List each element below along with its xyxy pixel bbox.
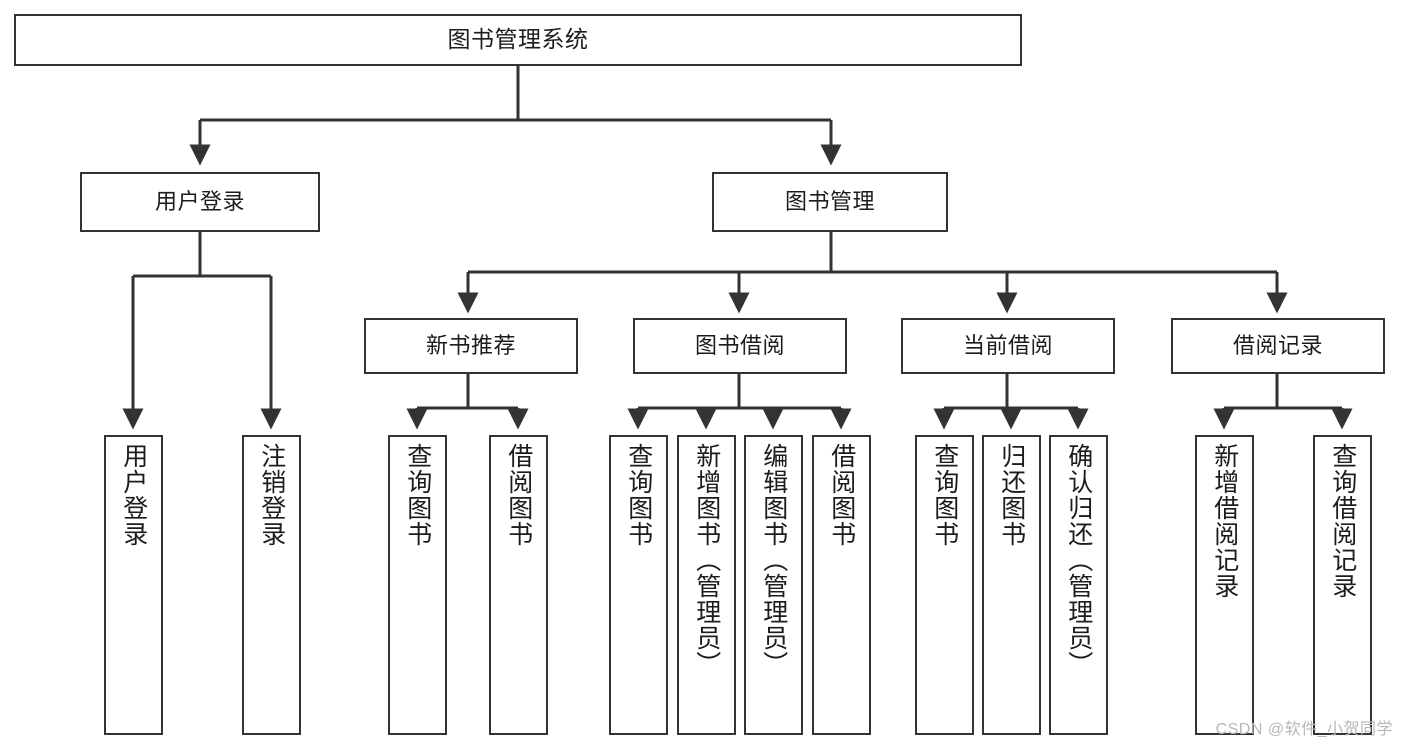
- csdn-watermark: CSDN @软件_小贺同学: [1215, 721, 1393, 738]
- node-label: 借阅记录: [1232, 332, 1323, 358]
- leaf-confirm-return[interactable]: 确认归还（管理员）: [1049, 435, 1108, 735]
- node-label: 用户登录: [154, 188, 245, 214]
- node-label: 确认归还（管理员）: [1064, 443, 1093, 677]
- node-label: 归还图书: [997, 443, 1026, 547]
- node-book-borrow[interactable]: 图书借阅: [633, 318, 847, 374]
- node-label: 借阅图书: [827, 443, 856, 547]
- leaf-add-record[interactable]: 新增借阅记录: [1195, 435, 1254, 735]
- node-label: 图书管理: [784, 188, 875, 214]
- leaf-return-book[interactable]: 归还图书: [982, 435, 1041, 735]
- node-label: 新增借阅记录: [1210, 443, 1239, 599]
- leaf-borrow-book-2[interactable]: 借阅图书: [812, 435, 871, 735]
- node-label: 新书推荐: [425, 332, 516, 358]
- node-current-borrow[interactable]: 当前借阅: [901, 318, 1115, 374]
- node-new-book-recommend[interactable]: 新书推荐: [364, 318, 578, 374]
- node-label: 新增图书（管理员）: [692, 443, 721, 677]
- leaf-query-book-2[interactable]: 查询图书: [609, 435, 668, 735]
- leaf-query-book-3[interactable]: 查询图书: [915, 435, 974, 735]
- node-label: 用户登录: [119, 443, 148, 547]
- node-label: 当前借阅: [962, 332, 1053, 358]
- node-label: 查询图书: [930, 443, 959, 547]
- node-label: 借阅图书: [504, 443, 533, 547]
- leaf-user-login[interactable]: 用户登录: [104, 435, 163, 735]
- node-label: 查询图书: [624, 443, 653, 547]
- node-label: 图书借阅: [694, 332, 785, 358]
- node-user-login[interactable]: 用户登录: [80, 172, 320, 232]
- node-root-book-management-system[interactable]: 图书管理系统: [14, 14, 1022, 66]
- node-label: 查询借阅记录: [1328, 443, 1357, 599]
- leaf-add-book[interactable]: 新增图书（管理员）: [677, 435, 736, 735]
- leaf-query-record[interactable]: 查询借阅记录: [1313, 435, 1372, 735]
- node-label: 查询图书: [403, 443, 432, 547]
- leaf-query-book-1[interactable]: 查询图书: [388, 435, 447, 735]
- node-label: 编辑图书（管理员）: [759, 443, 788, 677]
- node-label: 注销登录: [257, 443, 286, 547]
- node-book-management[interactable]: 图书管理: [712, 172, 948, 232]
- node-borrow-record[interactable]: 借阅记录: [1171, 318, 1385, 374]
- leaf-borrow-book-1[interactable]: 借阅图书: [489, 435, 548, 735]
- leaf-edit-book[interactable]: 编辑图书（管理员）: [744, 435, 803, 735]
- leaf-logout-login[interactable]: 注销登录: [242, 435, 301, 735]
- node-label: 图书管理系统: [447, 26, 589, 53]
